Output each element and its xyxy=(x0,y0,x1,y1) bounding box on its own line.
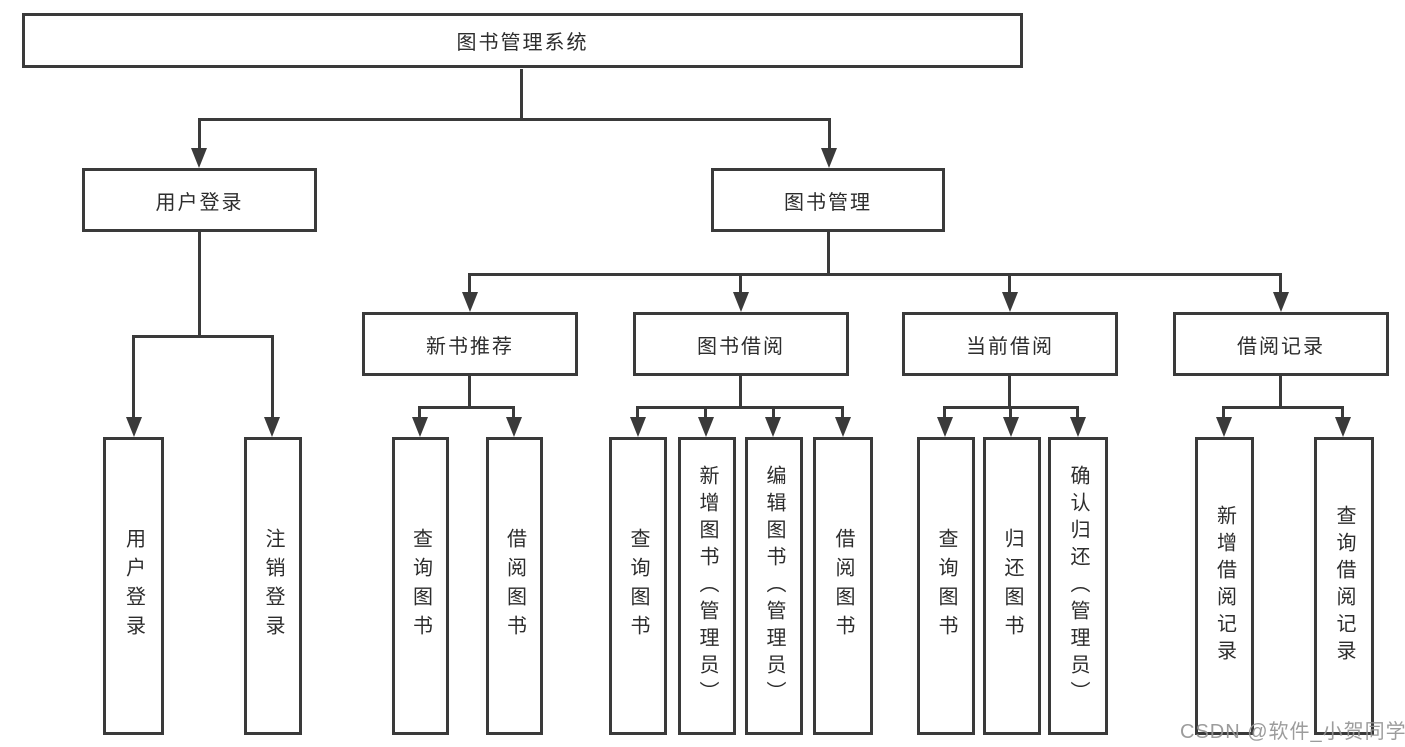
connector-mgmt-branch xyxy=(468,273,1282,276)
node-root-label: 图书管理系统 xyxy=(456,32,589,54)
leaf-current-query-book-label: 查询图书 xyxy=(935,528,957,644)
node-new-book-recommend-label: 新书推荐 xyxy=(426,335,514,358)
arrow-down-icon xyxy=(1273,292,1289,312)
connector-mgmt-drop-1 xyxy=(468,273,471,297)
arrow-down-icon xyxy=(1003,417,1019,437)
arrow-down-icon xyxy=(1002,292,1018,312)
leaf-current-return-book: 归还图书 xyxy=(983,437,1041,735)
connector-g1-stem xyxy=(739,376,742,406)
arrow-down-icon xyxy=(937,417,953,437)
leaf-borrowing-edit-book-admin: 编辑图书（管理员） xyxy=(745,437,803,735)
arrow-down-icon xyxy=(462,292,478,312)
connector-g2-drop-2 xyxy=(1009,406,1012,421)
connector-user-branch xyxy=(132,335,274,338)
connector-g3-drop-2 xyxy=(1341,406,1344,421)
connector-g0-stem xyxy=(468,376,471,406)
connector-root-drop-right xyxy=(828,118,831,152)
connector-user-stem xyxy=(198,232,201,335)
node-root: 图书管理系统 xyxy=(22,13,1023,68)
leaf-records-add-record: 新增借阅记录 xyxy=(1195,437,1254,735)
arrow-down-icon xyxy=(1335,417,1351,437)
leaf-current-confirm-return-admin: 确认归还（管理员） xyxy=(1048,437,1108,735)
node-current-borrowing: 当前借阅 xyxy=(902,312,1118,376)
connector-root-branch xyxy=(198,118,831,121)
connector-g0-branch xyxy=(418,406,515,409)
leaf-records-add-record-label: 新增借阅记录 xyxy=(1213,505,1236,667)
watermark: CSDN @软件_小贺同学 xyxy=(1180,721,1405,743)
leaf-borrowing-borrow-book: 借阅图书 xyxy=(813,437,873,735)
leaf-current-return-book-label: 归还图书 xyxy=(1001,528,1023,644)
connector-g1-drop-3 xyxy=(772,406,775,421)
node-user-login-label: 用户登录 xyxy=(155,191,244,214)
arrow-down-icon xyxy=(412,417,428,437)
leaf-borrowing-query-book: 查询图书 xyxy=(609,437,667,735)
connector-g2-stem xyxy=(1008,376,1011,406)
leaf-user-login-label: 用户登录 xyxy=(122,528,145,644)
connector-g1-drop-1 xyxy=(636,406,639,421)
arrow-down-icon xyxy=(506,417,522,437)
leaf-borrowing-borrow-book-label: 借阅图书 xyxy=(832,528,854,644)
connector-g3-drop-1 xyxy=(1222,406,1225,421)
leaf-current-query-book: 查询图书 xyxy=(917,437,975,735)
leaf-newbook-borrow-book-label: 借阅图书 xyxy=(503,528,526,644)
arrow-down-icon xyxy=(698,417,714,437)
node-book-borrowing: 图书借阅 xyxy=(633,312,849,376)
leaf-records-query-record: 查询借阅记录 xyxy=(1314,437,1374,735)
node-book-management-label: 图书管理 xyxy=(784,191,872,214)
node-new-book-recommend: 新书推荐 xyxy=(362,312,578,376)
connector-g2-drop-1 xyxy=(943,406,946,421)
node-borrowing-records-label: 借阅记录 xyxy=(1237,335,1325,358)
node-current-borrowing-label: 当前借阅 xyxy=(966,335,1054,358)
leaf-logout-label: 注销登录 xyxy=(262,528,284,644)
node-book-borrowing-label: 图书借阅 xyxy=(697,335,785,358)
leaf-newbook-query-book-label: 查询图书 xyxy=(409,528,432,644)
connector-root-stem xyxy=(520,69,523,118)
arrow-down-icon xyxy=(264,417,280,437)
leaf-borrowing-add-book-admin: 新增图书（管理员） xyxy=(678,437,736,735)
leaf-newbook-borrow-book: 借阅图书 xyxy=(486,437,543,735)
connector-g0-drop-1 xyxy=(418,406,421,421)
leaf-borrowing-edit-book-admin-label: 编辑图书（管理员） xyxy=(763,464,785,708)
leaf-records-query-record-label: 查询借阅记录 xyxy=(1333,505,1355,667)
arrow-down-icon xyxy=(126,417,142,437)
arrow-down-icon xyxy=(1216,417,1232,437)
connector-g3-stem xyxy=(1279,376,1282,406)
connector-g1-drop-2 xyxy=(704,406,707,421)
leaf-borrowing-add-book-admin-label: 新增图书（管理员） xyxy=(696,464,718,708)
connector-mgmt-stem xyxy=(827,232,830,273)
connector-g1-drop-4 xyxy=(841,406,844,421)
arrow-down-icon xyxy=(1070,417,1086,437)
arrow-down-icon xyxy=(835,417,851,437)
connector-g2-drop-3 xyxy=(1076,406,1079,421)
connector-mgmt-drop-4 xyxy=(1279,273,1282,297)
connector-root-drop-left xyxy=(198,118,201,152)
arrow-down-icon xyxy=(733,292,749,312)
arrow-down-icon xyxy=(191,148,207,168)
connector-g3-branch xyxy=(1222,406,1344,409)
connector-user-drop-2 xyxy=(271,335,274,421)
leaf-user-login: 用户登录 xyxy=(103,437,164,735)
connector-mgmt-drop-3 xyxy=(1008,273,1011,297)
leaf-current-confirm-return-admin-label: 确认归还（管理员） xyxy=(1067,464,1089,708)
node-borrowing-records: 借阅记录 xyxy=(1173,312,1389,376)
arrow-down-icon xyxy=(630,417,646,437)
connector-g1-branch xyxy=(636,406,844,409)
leaf-borrowing-query-book-label: 查询图书 xyxy=(627,528,649,644)
connector-mgmt-drop-2 xyxy=(739,273,742,297)
arrow-down-icon xyxy=(765,417,781,437)
node-user-login: 用户登录 xyxy=(82,168,317,232)
connector-g0-drop-2 xyxy=(512,406,515,421)
connector-user-drop-1 xyxy=(132,335,135,421)
leaf-logout: 注销登录 xyxy=(244,437,302,735)
leaf-newbook-query-book: 查询图书 xyxy=(392,437,449,735)
arrow-down-icon xyxy=(821,148,837,168)
node-book-management: 图书管理 xyxy=(711,168,945,232)
